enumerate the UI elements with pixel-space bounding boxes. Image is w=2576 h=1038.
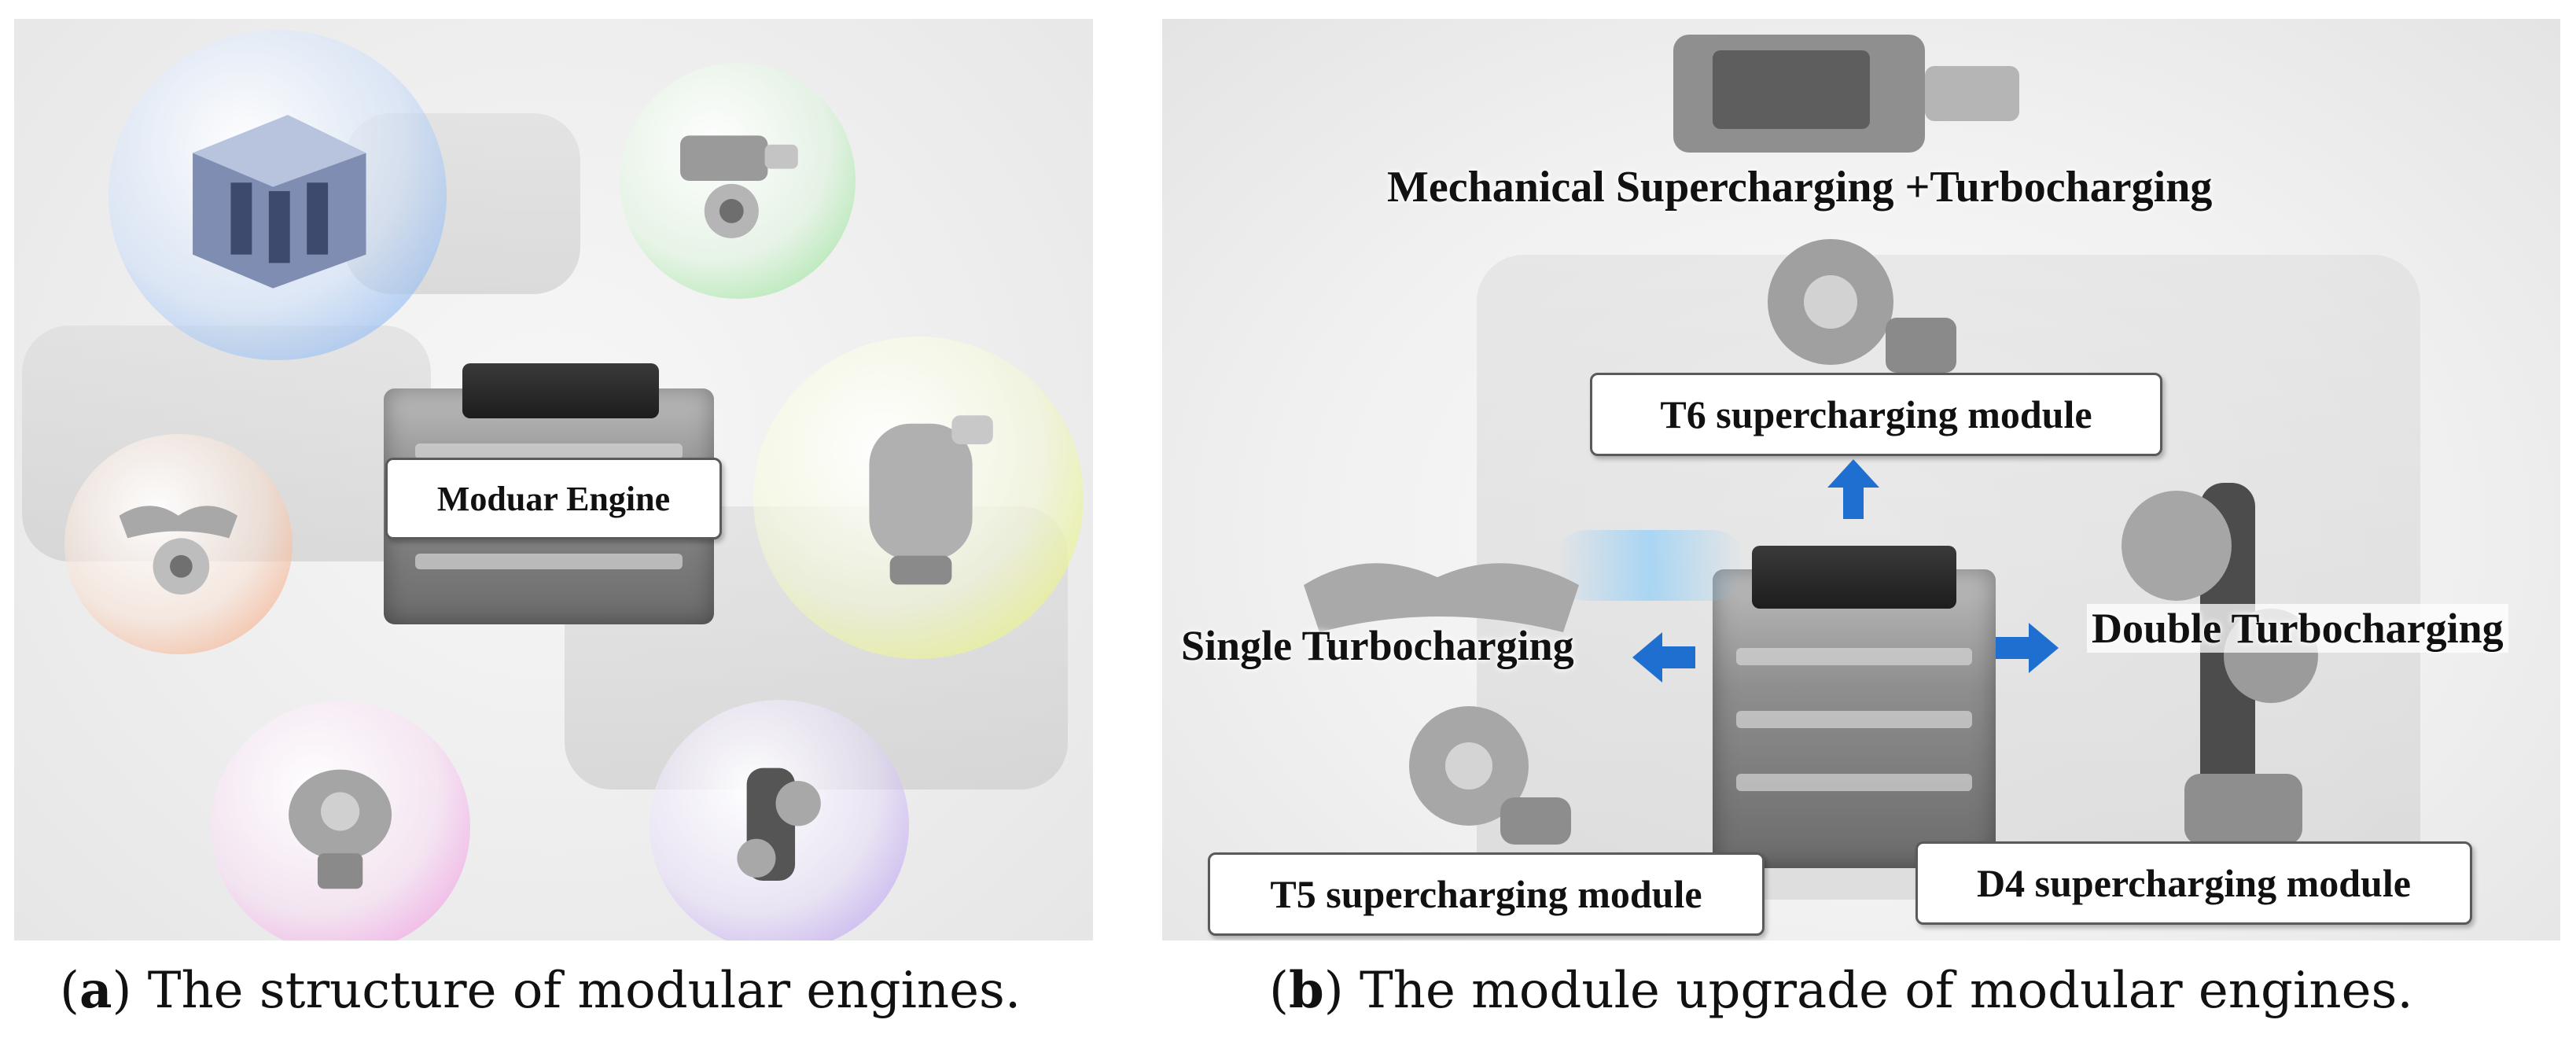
label-single-turbocharging: Single Turbocharging <box>1181 622 1574 669</box>
panel-b-upgrade: Mechanical Supercharging +Turbocharging … <box>1162 19 2560 940</box>
single-turbo-image <box>1409 706 1571 845</box>
label-t6-supercharging-module: T6 supercharging module <box>1590 373 2162 456</box>
turbo-housing-icon <box>289 769 392 889</box>
bubble-exhaust-manifold <box>64 434 293 654</box>
mechanical-supercharger-image <box>1673 35 2019 153</box>
double-turbo-image <box>2122 483 2318 845</box>
bubble-supercharger <box>620 63 856 299</box>
twin-turbo-icon <box>737 767 822 881</box>
caption-a-letter: a <box>79 961 112 1020</box>
bubble-catalytic-converter <box>753 337 1084 659</box>
caption-b-text: The module upgrade of modular engines. <box>1360 962 2413 1020</box>
supercharger-icon <box>680 135 798 238</box>
single-turbo-manifold-image <box>1304 563 1579 632</box>
catalytic-converter-icon <box>869 415 993 585</box>
caption-b: (b) The module upgrade of modular engine… <box>1269 961 2413 1020</box>
intake-glow <box>1555 530 1744 601</box>
bubble-turbo-housing <box>211 701 470 940</box>
bubble-cylinder-block <box>109 30 447 360</box>
exhaust-manifold-icon <box>119 506 238 595</box>
label-double-turbocharging: Double Turbocharging <box>2087 604 2508 653</box>
caption-b-letter: b <box>1288 961 1324 1020</box>
label-moduar-engine: Moduar Engine <box>385 458 722 539</box>
bubble-twin-turbo <box>650 700 909 940</box>
caption-a: (a) The structure of modular engines. <box>60 961 1021 1020</box>
panel-a-structure: Moduar Engine <box>14 19 1093 940</box>
base-engine-image <box>1713 538 1996 868</box>
label-t5-supercharging-module: T5 supercharging module <box>1208 852 1765 936</box>
cylinder-block-icon <box>193 114 366 289</box>
label-mechanical-supercharging-turbocharging: Mechanical Supercharging +Turbocharging <box>1387 163 2213 212</box>
turbocharger-image-top <box>1768 239 1956 373</box>
arrow-left-icon <box>1632 632 1695 683</box>
label-d4-supercharging-module: D4 supercharging module <box>1915 841 2472 925</box>
caption-a-text: The structure of modular engines. <box>147 962 1021 1020</box>
arrow-right-icon <box>1996 623 2059 673</box>
arrow-up-icon <box>1827 459 1879 519</box>
